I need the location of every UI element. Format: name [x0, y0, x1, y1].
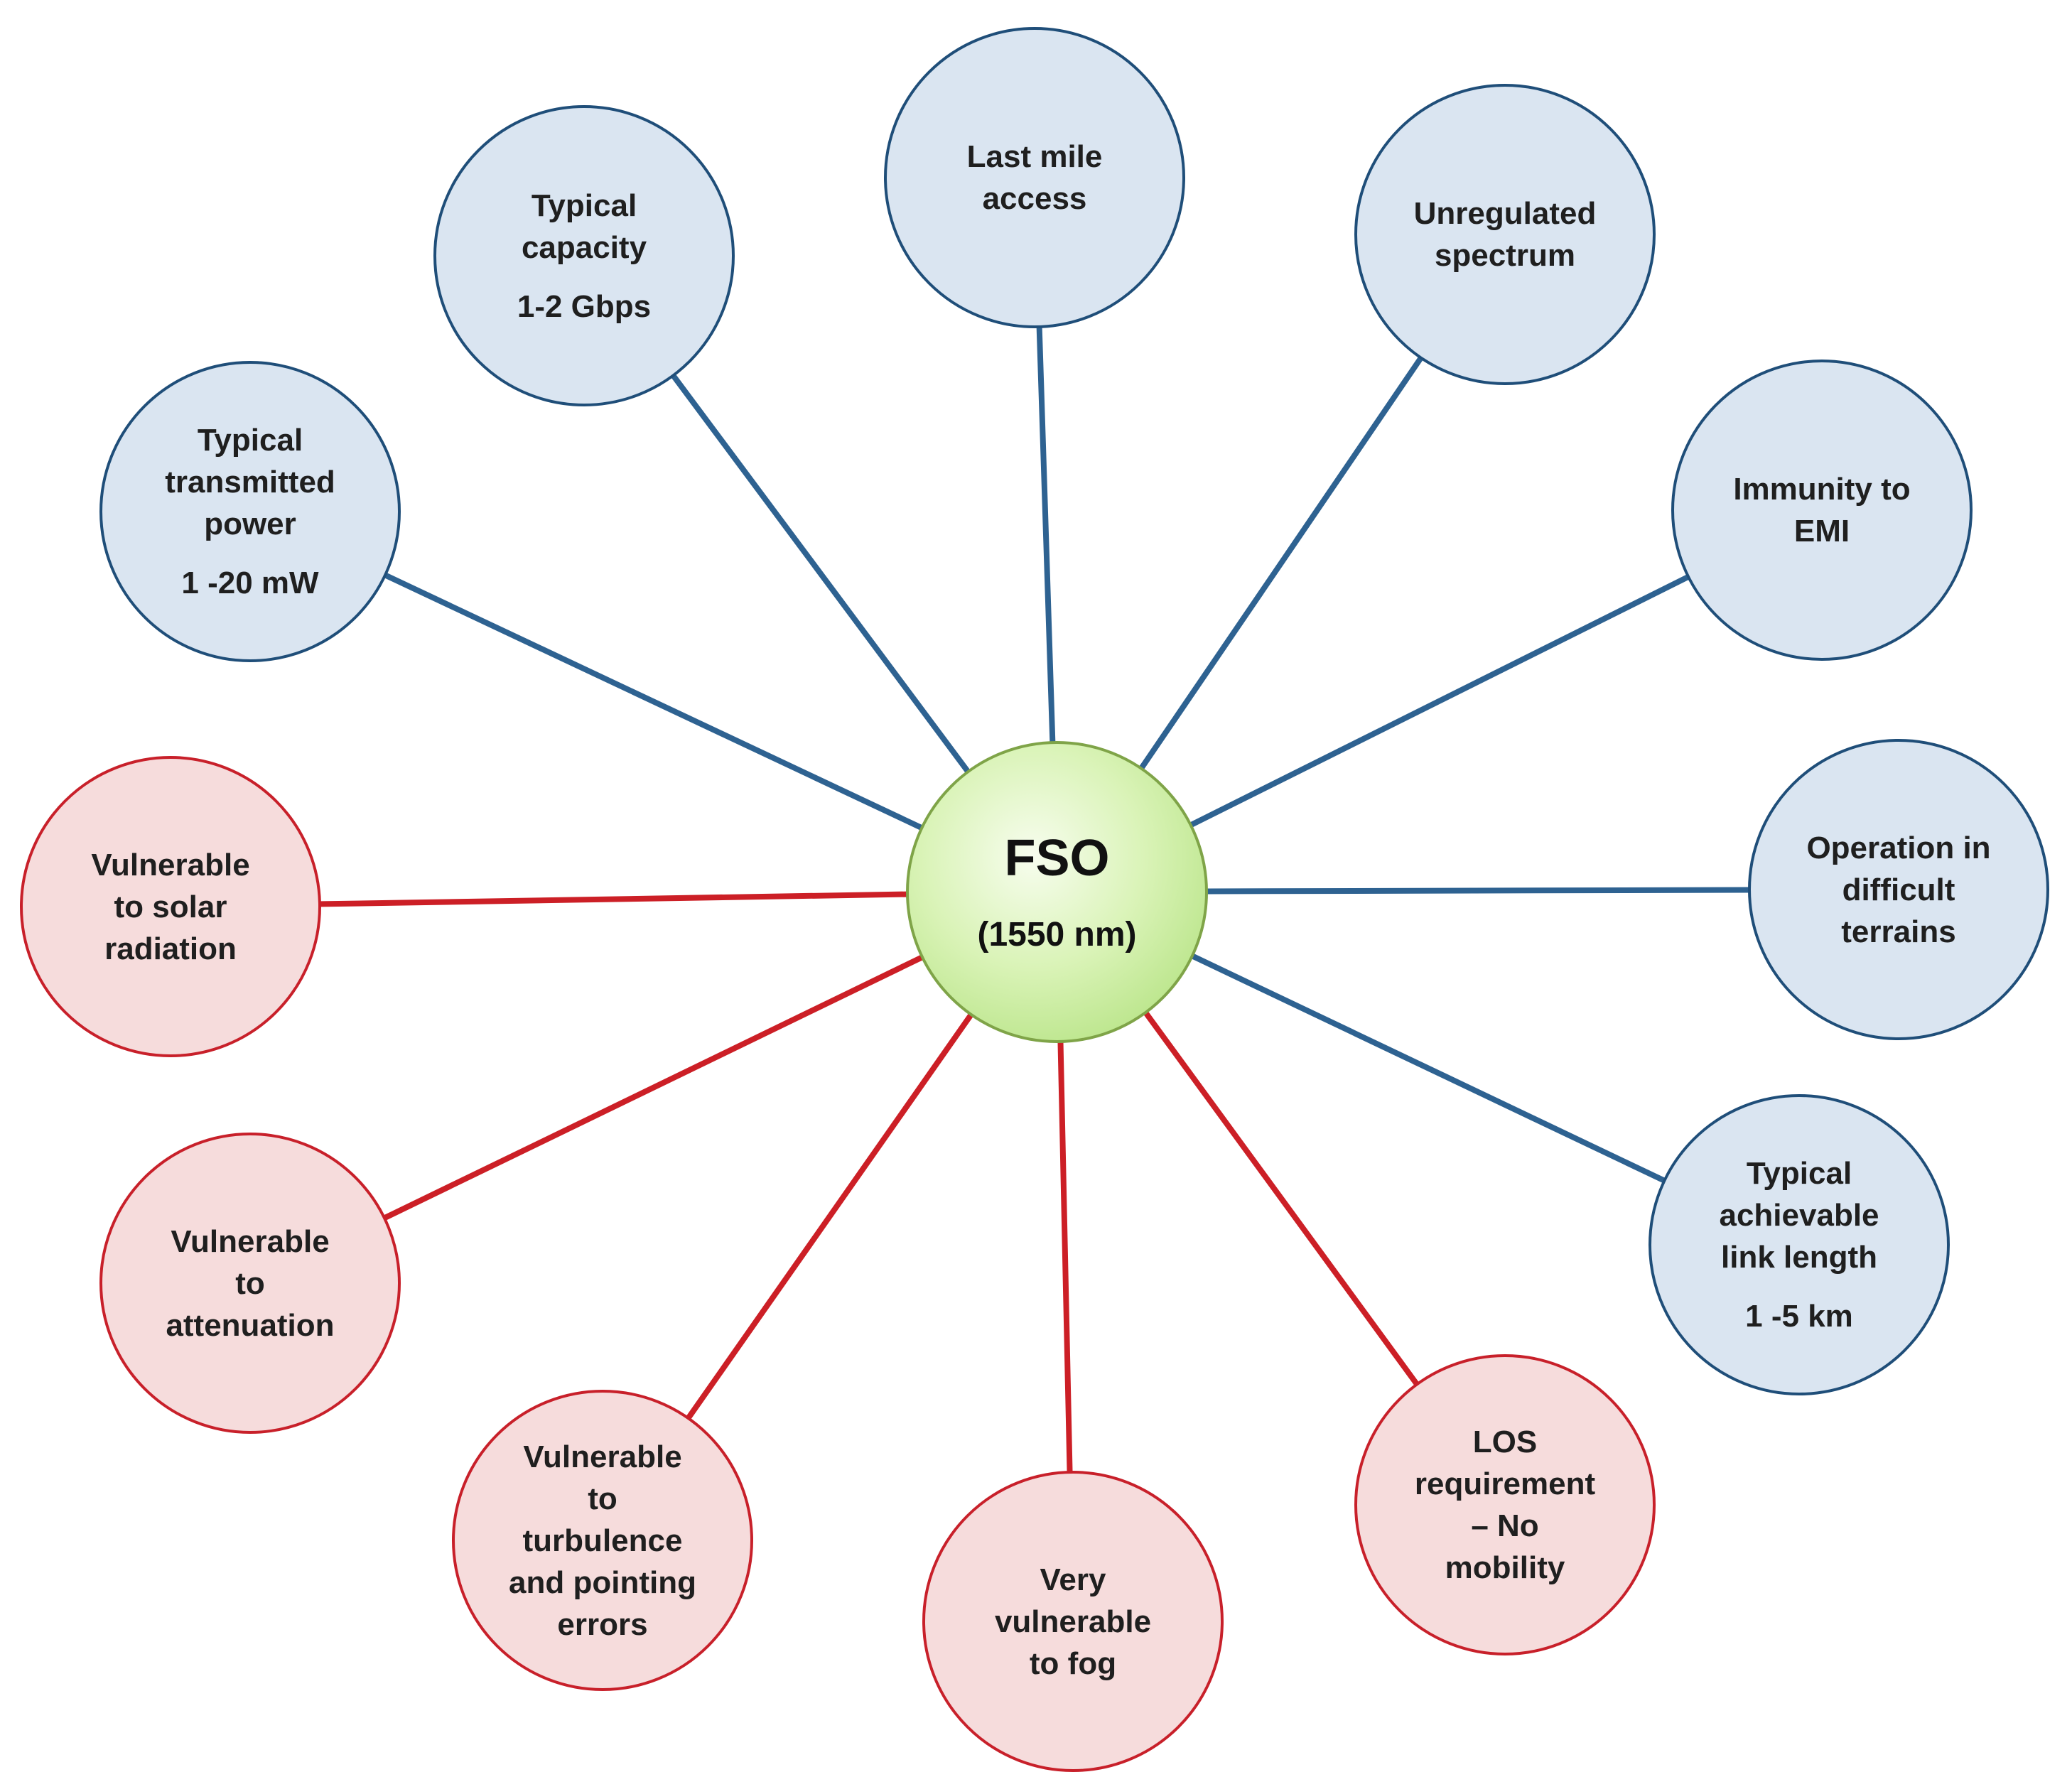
- node-label-line: Unregulated: [1413, 196, 1597, 231]
- connector-immunity-to-emi: [1189, 574, 1690, 828]
- connector-operation-difficult-terrains: [1205, 887, 1751, 895]
- connector-vulnerable-attenuation: [382, 954, 925, 1221]
- node-los-requirement: LOS requirement – No mobility: [1354, 1354, 1656, 1655]
- node-label-line: transmitted: [165, 465, 335, 499]
- connector-typical-link-length: [1190, 953, 1666, 1183]
- node-label-line: mobility: [1445, 1550, 1565, 1585]
- node-value: 1 -20 mW: [181, 566, 319, 600]
- node-operation-difficult-terrains: Operation in difficult terrains: [1748, 739, 2049, 1040]
- connector-vulnerable-solar-radiation: [318, 891, 910, 907]
- center-node-fso: FSO (1550 nm): [906, 741, 1208, 1043]
- node-label-line: Immunity to: [1733, 472, 1911, 507]
- node-label-line: link length: [1721, 1240, 1877, 1275]
- node-label-line: – No: [1471, 1508, 1539, 1543]
- node-label-line: Vulnerable: [171, 1223, 330, 1259]
- connector-vulnerable-turbulence: [686, 1012, 974, 1420]
- node-label-line: access: [982, 181, 1087, 216]
- node-typical-transmitted-power: Typical transmitted power 1 -20 mW: [99, 361, 401, 662]
- node-label-line: Typical: [531, 188, 637, 223]
- connector-last-mile-access: [1036, 325, 1056, 745]
- node-label-line: vulnerable: [994, 1604, 1152, 1639]
- node-immunity-to-emi: Immunity to EMI: [1671, 360, 1973, 661]
- node-label-line: spectrum: [1434, 238, 1576, 273]
- connector-typical-transmitted-power: [383, 573, 924, 831]
- node-label-line: difficult: [1842, 872, 1955, 907]
- connector-unregulated-spectrum: [1139, 356, 1423, 770]
- node-last-mile-access: Last mile access: [884, 27, 1185, 328]
- node-label-line: Typical: [1746, 1156, 1852, 1191]
- node-label-line: to fog: [1029, 1646, 1117, 1681]
- node-label-line: achievable: [1719, 1198, 1879, 1233]
- node-label-line: errors: [557, 1606, 648, 1642]
- node-label-line: Last mile: [966, 139, 1103, 174]
- node-label-line: Very: [1040, 1562, 1106, 1597]
- node-label-line: turbulence: [522, 1523, 683, 1558]
- node-unregulated-spectrum: Unregulated spectrum: [1354, 84, 1656, 385]
- node-label-line: Operation in: [1806, 830, 1991, 865]
- node-label-line: Vulnerable: [91, 847, 250, 882]
- node-label-line: to: [235, 1265, 265, 1301]
- center-title: FSO: [1004, 829, 1110, 887]
- node-label-line: to solar: [114, 889, 227, 924]
- node-value: 1-2 Gbps: [517, 288, 652, 324]
- node-label-line: to: [588, 1481, 617, 1516]
- center-subtitle: (1550 nm): [977, 915, 1137, 953]
- node-label-line: capacity: [521, 229, 647, 265]
- node-vulnerable-attenuation: Vulnerable to attenuation: [99, 1133, 401, 1434]
- node-label-line: attenuation: [166, 1307, 335, 1343]
- node-label-line: power: [204, 507, 296, 541]
- node-label-line: radiation: [104, 931, 237, 966]
- node-typical-link-length: Typical achievable link length 1 -5 km: [1649, 1094, 1950, 1395]
- node-vulnerable-solar-radiation: Vulnerable to solar radiation: [20, 756, 321, 1057]
- connector-vulnerable-fog: [1057, 1039, 1073, 1474]
- node-label-line: EMI: [1793, 514, 1850, 549]
- node-vulnerable-turbulence: Vulnerable to turbulence and pointing errors: [452, 1390, 753, 1691]
- connectors: [318, 325, 1751, 1474]
- node-typical-capacity: Typical capacity 1-2 Gbps: [433, 105, 735, 406]
- node-label-line: Vulnerable: [523, 1439, 682, 1474]
- connector-typical-capacity: [671, 374, 971, 774]
- node-label-line: LOS: [1472, 1425, 1538, 1459]
- node-label-line: terrains: [1841, 914, 1956, 949]
- node-label-line: and pointing: [509, 1565, 696, 1600]
- node-vulnerable-fog: Very vulnerable to fog: [922, 1471, 1224, 1772]
- connector-los-requirement: [1143, 1010, 1419, 1386]
- node-label-line: Typical: [197, 423, 303, 458]
- node-label-line: requirement: [1414, 1466, 1596, 1501]
- node-value: 1 -5 km: [1745, 1299, 1853, 1334]
